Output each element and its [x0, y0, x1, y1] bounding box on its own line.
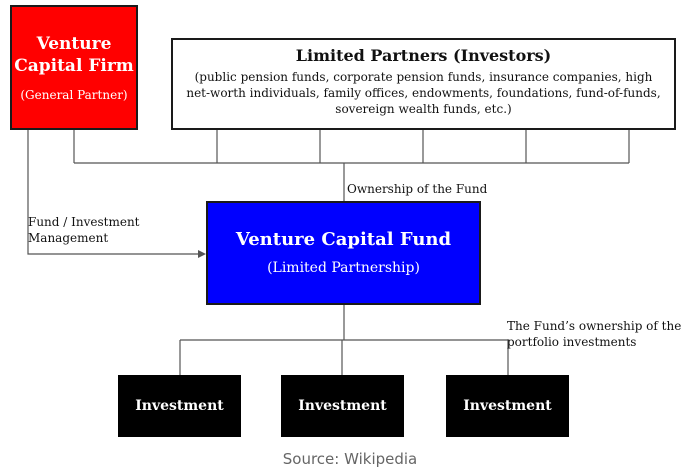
investment-box: Investment — [281, 375, 404, 437]
vc-firm-subtitle: (General Partner) — [20, 87, 128, 102]
source-caption: Source: Wikipedia — [282, 450, 418, 468]
vc-firm-box: Venture Capital Firm (General Partner) — [10, 5, 138, 130]
vc-firm-title: Venture Capital Firm — [14, 33, 134, 76]
portfolio-ownership-label: The Fund’s ownership of the portfolio in… — [507, 319, 682, 349]
management-label: Fund / Investment Management — [28, 215, 140, 245]
limited-partners-title: Limited Partners (Investors) — [295, 46, 552, 65]
management-line — [27, 130, 200, 255]
investment-box: Investment — [446, 375, 569, 437]
management-arrowhead — [198, 250, 206, 258]
vc-fund-title: Venture Capital Fund — [235, 229, 452, 250]
limited-partners-description: (public pension funds, corporate pension… — [186, 70, 661, 116]
ownership-label: Ownership of the Fund — [347, 182, 488, 196]
limited-partners-box: Limited Partners (Investors) (public pen… — [171, 38, 676, 130]
vc-fund-box: Venture Capital Fund (Limited Partnershi… — [206, 201, 481, 305]
investment-box: Investment — [118, 375, 241, 437]
vc-fund-subtitle: (Limited Partnership) — [267, 260, 420, 276]
